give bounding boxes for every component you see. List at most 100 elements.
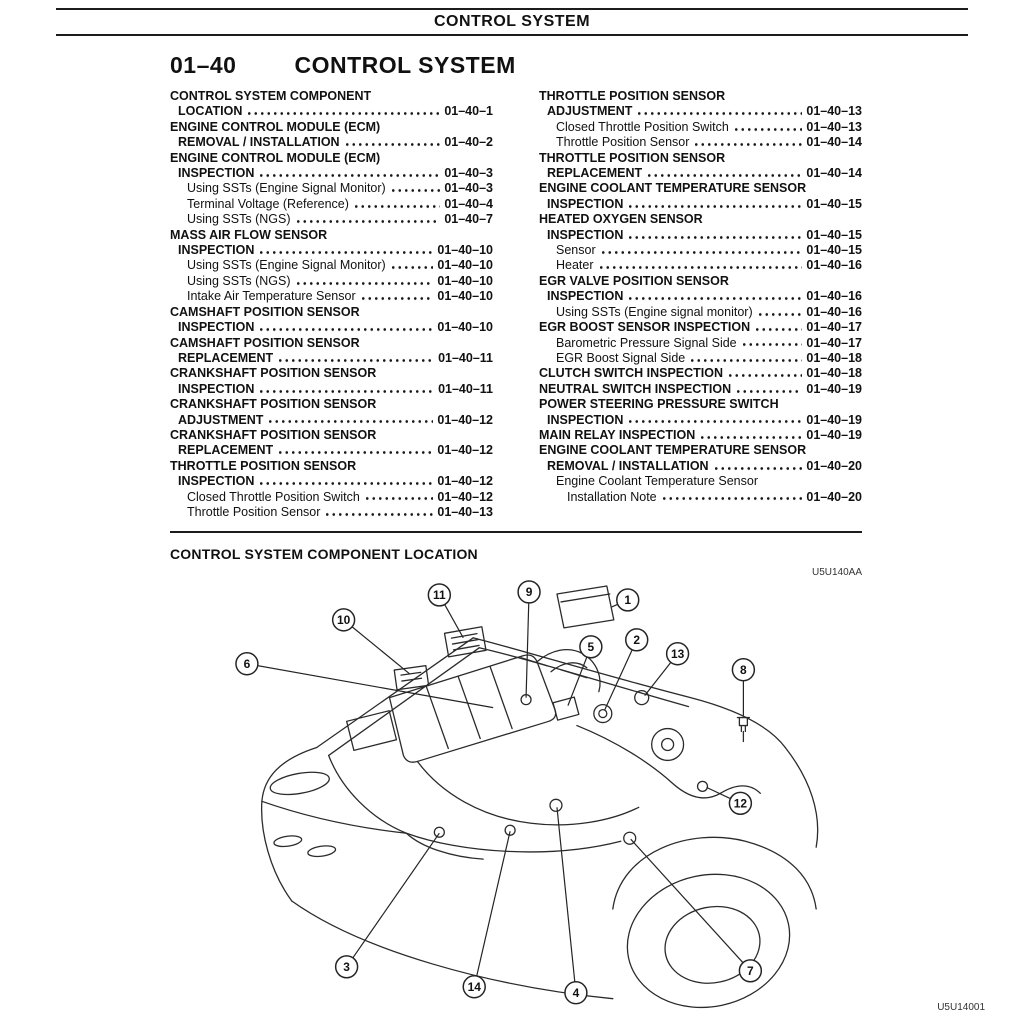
callout-leader-line-14 — [473, 831, 511, 988]
toc-entry: Using SSTs (Engine Signal Monitor)01–40–… — [170, 258, 493, 274]
toc-entry-page: 01–40–10 — [437, 273, 493, 288]
toc-entry: Terminal Voltage (Reference)01–40–4 — [170, 196, 493, 213]
toc-entry-page: 01–40–10 — [437, 320, 493, 335]
toc-entry-title: Closed Throttle Position Switch — [187, 489, 360, 504]
toc-entry: ENGINE CONTROL MODULE (ECM) — [170, 120, 493, 135]
toc-entry-page: 01–40–14 — [806, 166, 862, 181]
toc-entry-page: 01–40–12 — [437, 474, 493, 489]
toc-entry-title: INSPECTION — [547, 196, 624, 211]
dot-leader — [343, 135, 441, 151]
toc-entry-title: Intake Air Temperature Sensor — [187, 289, 356, 304]
toc-entry-title: CAMSHAFT POSITION SENSOR — [170, 335, 360, 350]
toc-entry-title: ENGINE CONTROL MODULE (ECM) — [170, 150, 381, 165]
dot-leader — [352, 196, 441, 213]
dot-leader — [294, 273, 434, 290]
dot-leader — [277, 350, 435, 367]
toc-entry-title: ENGINE COOLANT TEMPERATURE SENSOR — [539, 443, 807, 458]
figure-code-bottom: U5U14001 — [937, 1002, 985, 1014]
toc-entry: CONTROL SYSTEM COMPONENT — [170, 89, 493, 104]
callout-number-8: 8 — [740, 663, 747, 677]
toc-entry-page: 01–40–14 — [806, 135, 862, 150]
toc-entry: EGR VALVE POSITION SENSOR — [539, 274, 862, 289]
toc-entry-title: MASS AIR FLOW SENSOR — [170, 227, 328, 242]
toc-entry-page: 01–40–20 — [806, 489, 862, 504]
toc-entry-title: INSPECTION — [178, 243, 255, 258]
toc-entry-title: REPLACEMENT — [547, 166, 643, 181]
toc-entry: THROTTLE POSITION SENSOR — [539, 89, 862, 104]
dot-leader — [258, 474, 434, 490]
dot-leader — [660, 489, 803, 505]
toc-entry-page: 01–40–10 — [437, 289, 493, 304]
toc-entry-page: 01–40–10 — [437, 258, 493, 273]
toc-entry: ENGINE CONTROL MODULE (ECM) — [170, 151, 493, 166]
toc-entry-page: 01–40–18 — [806, 366, 862, 381]
dot-leader — [267, 412, 434, 428]
dot-leader — [740, 335, 803, 351]
callout-leader-line-10 — [343, 619, 410, 675]
dot-leader — [363, 489, 434, 505]
callout-number-1: 1 — [624, 594, 631, 608]
toc-entry-title: Using SSTs (NGS) — [187, 212, 291, 227]
toc-entry-page: 01–40–13 — [806, 119, 862, 134]
dot-leader — [258, 166, 441, 182]
toc-entry-title: Heater — [556, 258, 594, 273]
toc-entry: ENGINE COOLANT TEMPERATURE SENSOR — [539, 443, 862, 458]
toc-entry-title: INSPECTION — [547, 227, 624, 242]
toc-entry-page: 01–40–17 — [806, 320, 862, 335]
dot-leader — [389, 258, 434, 274]
toc-entry: CRANKSHAFT POSITION SENSOR — [170, 428, 493, 443]
toc-entry-title: INSPECTION — [547, 412, 624, 427]
callout-circle-14 — [462, 975, 486, 999]
toc-entry-title: Throttle Position Sensor — [556, 135, 690, 150]
toc-entry-page: 01–40–2 — [444, 135, 493, 150]
toc-entry-title: Using SSTs (Engine Signal Monitor) — [187, 181, 386, 196]
callout-leader-line-6 — [246, 663, 494, 709]
toc-entry-title: ENGINE COOLANT TEMPERATURE SENSOR — [539, 181, 807, 196]
callout-number-3: 3 — [343, 960, 350, 974]
dot-leader — [689, 350, 803, 367]
callout-number-9: 9 — [526, 586, 533, 600]
toc-entry: MASS AIR FLOW SENSOR — [170, 228, 493, 243]
toc-entry-title: EGR BOOST SENSOR INSPECTION — [539, 320, 751, 335]
dot-leader — [627, 227, 803, 244]
dot-leader — [627, 196, 803, 213]
toc-entry-page: 01–40–7 — [444, 212, 493, 227]
callout-number-13: 13 — [671, 647, 685, 661]
section-divider-rule — [170, 531, 862, 534]
toc-entry: Using SSTs (Engine signal monitor)01–40–… — [539, 304, 862, 321]
toc-entry: INSPECTION 01–40–11 — [170, 381, 493, 398]
dot-leader — [727, 366, 803, 382]
toc-entry: CRANKSHAFT POSITION SENSOR — [170, 366, 493, 381]
dot-leader — [732, 119, 803, 136]
toc-entry-title: INSPECTION — [178, 381, 255, 396]
toc-entry-title: CRANKSHAFT POSITION SENSOR — [170, 366, 377, 381]
dot-leader — [324, 504, 434, 521]
callout-circle-13 — [665, 642, 690, 666]
toc-entry-title: REPLACEMENT — [178, 350, 274, 365]
toc-entry-page: 01–40–11 — [438, 381, 493, 396]
dot-leader — [627, 289, 803, 305]
toc-entry-title: EGR VALVE POSITION SENSOR — [539, 273, 729, 288]
callout-circle-7 — [738, 959, 763, 983]
section-number: 01–40 — [170, 52, 237, 78]
toc-entry-page: 01–40–19 — [806, 381, 862, 396]
toc-entry-page: 01–40–12 — [437, 412, 493, 427]
dot-leader — [756, 304, 803, 321]
toc-entry-page: 01–40–4 — [444, 196, 493, 211]
dot-leader — [693, 135, 803, 151]
page-header-title: CONTROL SYSTEM — [433, 13, 591, 30]
toc-entry-title: INSPECTION — [547, 289, 624, 304]
callout-number-7: 7 — [747, 964, 754, 978]
